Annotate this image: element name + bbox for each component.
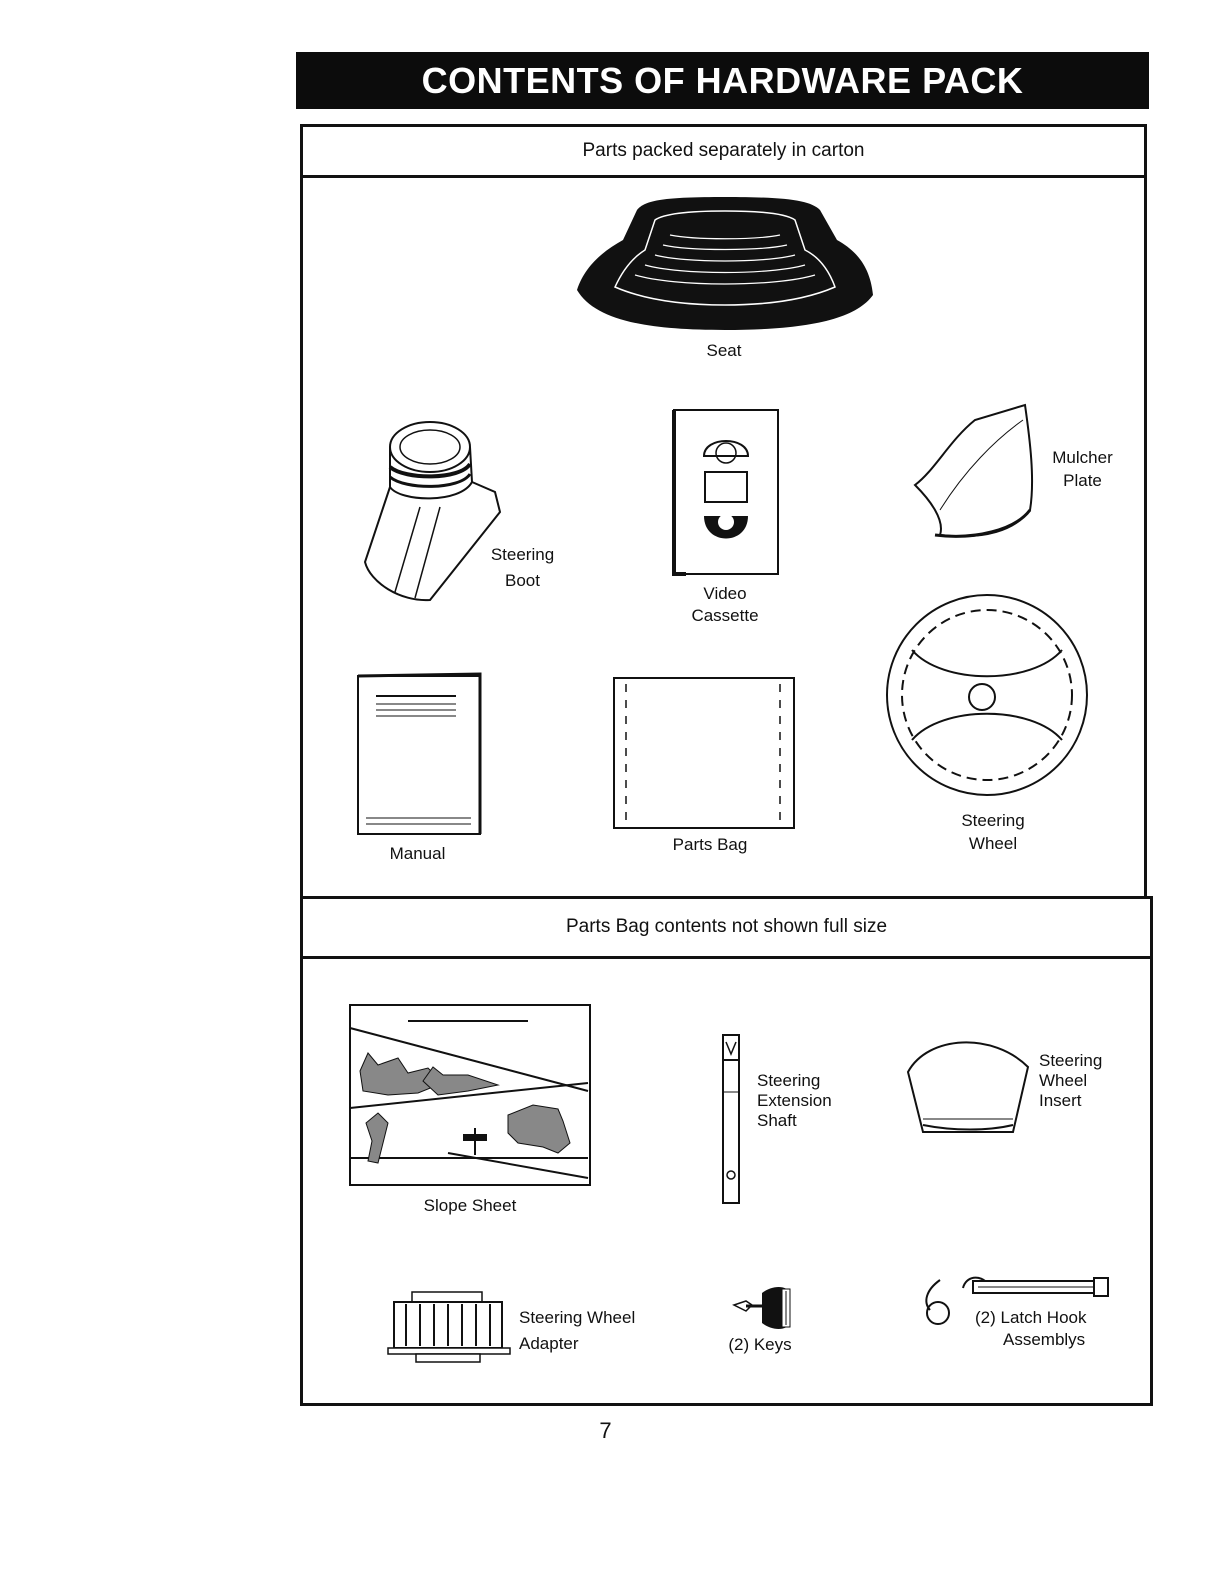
- steering-wheel-adapter-illustration: [386, 1290, 516, 1365]
- steering-wheel-adapter-label-1: Steering Wheel: [519, 1307, 635, 1328]
- page-title: CONTENTS OF HARDWARE PACK: [296, 52, 1149, 109]
- steering-wheel-illustration: [882, 590, 1102, 810]
- seat-illustration: [575, 195, 875, 335]
- latch-hook-label-1: (2) Latch Hook: [975, 1307, 1087, 1328]
- video-cassette-label-1: Video: [680, 583, 770, 605]
- keys-label: (2) Keys: [715, 1334, 805, 1356]
- manual-illustration: [356, 668, 486, 838]
- steering-extension-shaft-illustration: [720, 1032, 750, 1207]
- steering-wheel-insert-illustration: [903, 1027, 1033, 1137]
- steering-wheel-insert-label-1: Steering: [1039, 1050, 1102, 1071]
- latch-hook-label-2: Assemblys: [1003, 1329, 1085, 1350]
- keys-illustration: [732, 1283, 802, 1333]
- section-parts-bag-heading: Parts Bag contents not shown full size: [303, 899, 1150, 959]
- section-carton-heading: Parts packed separately in carton: [303, 127, 1144, 178]
- steering-extension-shaft-label-1: Steering: [757, 1070, 820, 1091]
- steering-boot-label-2: Boot: [480, 570, 565, 592]
- mulcher-plate-label-2: Plate: [1040, 470, 1125, 492]
- slope-sheet-label: Slope Sheet: [405, 1195, 535, 1217]
- video-cassette-label-2: Cassette: [680, 605, 770, 627]
- page-number: 7: [0, 1418, 1211, 1444]
- seat-label: Seat: [684, 340, 764, 362]
- parts-bag-label: Parts Bag: [655, 834, 765, 856]
- steering-wheel-adapter-label-2: Adapter: [519, 1333, 579, 1354]
- mulcher-plate-illustration: [905, 400, 1045, 550]
- video-cassette-illustration: [672, 408, 782, 578]
- steering-boot-label-1: Steering: [480, 544, 565, 566]
- steering-wheel-label-1: Steering: [948, 810, 1038, 832]
- steering-extension-shaft-label-2: Extension: [757, 1090, 832, 1111]
- parts-bag-illustration: [612, 676, 797, 831]
- steering-wheel-label-2: Wheel: [948, 833, 1038, 855]
- steering-wheel-insert-label-2: Wheel: [1039, 1070, 1087, 1091]
- steering-wheel-insert-label-3: Insert: [1039, 1090, 1082, 1111]
- manual-label: Manual: [370, 843, 465, 865]
- steering-extension-shaft-label-3: Shaft: [757, 1110, 797, 1131]
- mulcher-plate-label-1: Mulcher: [1040, 447, 1125, 469]
- slope-sheet-illustration: [348, 1003, 593, 1188]
